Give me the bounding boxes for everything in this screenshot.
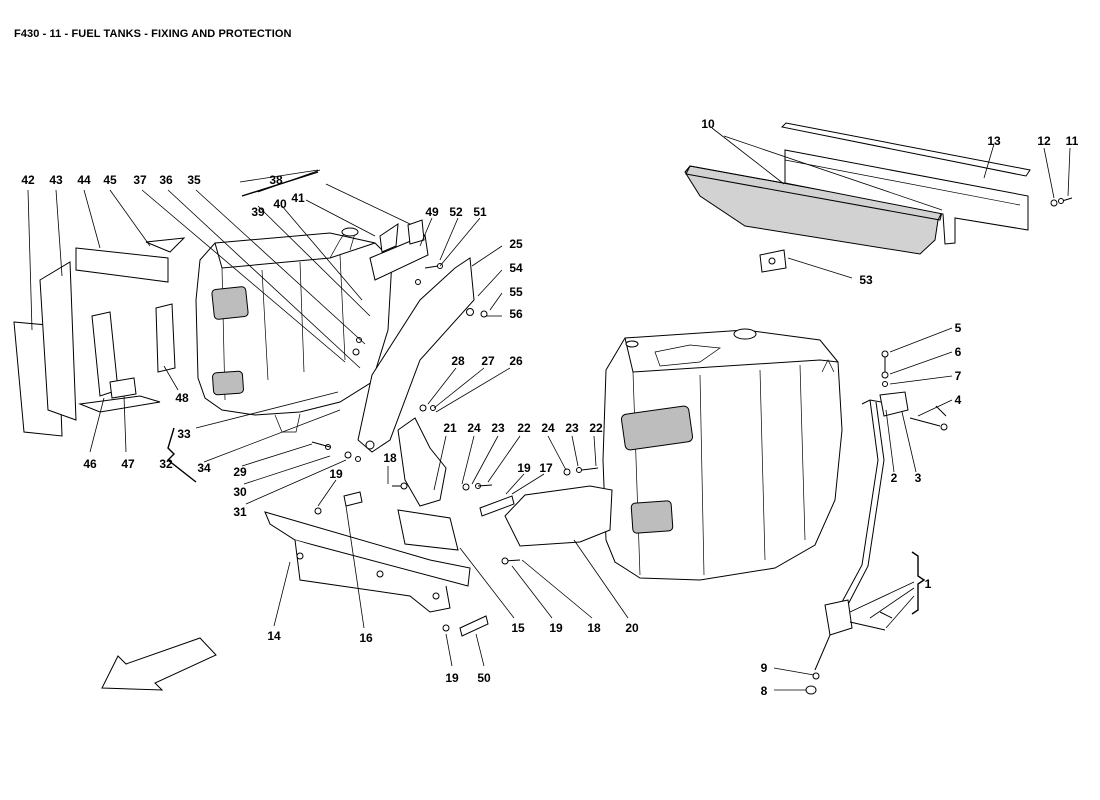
- callout-23a: 23: [491, 421, 505, 435]
- callout-3: 3: [915, 471, 922, 485]
- callout-46: 46: [83, 457, 97, 471]
- callout-1: 1: [925, 577, 932, 591]
- callout-53: 53: [859, 273, 873, 287]
- callout-33: 33: [177, 427, 191, 441]
- group-brackets: [166, 171, 926, 615]
- callout-30: 30: [233, 485, 247, 499]
- callout-42: 42: [21, 173, 35, 187]
- callout-48: 48: [175, 391, 189, 405]
- callout-7: 7: [955, 369, 962, 383]
- right-fuel-tank: [602, 328, 843, 581]
- callout-22b: 22: [589, 421, 603, 435]
- callout-13: 13: [987, 134, 1001, 148]
- callout-19b: 19: [517, 461, 531, 475]
- callout-17: 17: [539, 461, 553, 475]
- left-side-panels: [13, 237, 186, 437]
- callout-26: 26: [509, 354, 523, 368]
- callout-18b: 18: [587, 621, 601, 635]
- callout-numbers: 1 2 3 4 5 6 7 8 9 10 11 12 13 14 15 16 1…: [21, 117, 1078, 698]
- callout-11: 11: [1066, 134, 1079, 148]
- callout-10: 10: [701, 117, 715, 131]
- callout-21: 21: [443, 421, 457, 435]
- callout-22a: 22: [517, 421, 531, 435]
- callout-23b: 23: [565, 421, 579, 435]
- callout-40: 40: [273, 197, 287, 211]
- filler-linkage: [805, 350, 948, 695]
- callout-52: 52: [449, 205, 463, 219]
- callout-41: 41: [291, 191, 305, 205]
- callout-9: 9: [761, 661, 768, 675]
- callout-29: 29: [233, 465, 247, 479]
- callout-19d: 19: [445, 671, 459, 685]
- callout-8: 8: [761, 684, 768, 698]
- callout-45: 45: [103, 173, 117, 187]
- callout-12: 12: [1037, 134, 1051, 148]
- callout-27: 27: [481, 354, 495, 368]
- leader-lines: [27, 127, 1071, 691]
- callout-31: 31: [233, 505, 247, 519]
- callout-15: 15: [511, 621, 525, 635]
- callout-24b: 24: [541, 421, 555, 435]
- callout-56: 56: [509, 307, 523, 321]
- callout-54: 54: [509, 261, 523, 275]
- callout-24a: 24: [467, 421, 481, 435]
- callout-34: 34: [197, 461, 211, 475]
- callout-4: 4: [955, 393, 962, 407]
- left-fuel-tank: [195, 227, 393, 433]
- callout-5: 5: [955, 321, 962, 335]
- forward-direction-arrow: [101, 637, 217, 691]
- callout-20: 20: [625, 621, 639, 635]
- central-brackets: [264, 219, 613, 637]
- callout-16: 16: [359, 631, 373, 645]
- callout-47: 47: [121, 457, 135, 471]
- callout-38: 38: [269, 173, 283, 187]
- callout-2: 2: [891, 471, 898, 485]
- callout-39: 39: [251, 205, 265, 219]
- callout-37: 37: [133, 173, 147, 187]
- callout-36: 36: [159, 173, 173, 187]
- callout-32: 32: [159, 457, 173, 471]
- callout-28: 28: [451, 354, 465, 368]
- callout-19c: 19: [549, 621, 563, 635]
- callout-44: 44: [77, 173, 91, 187]
- callout-6: 6: [955, 345, 962, 359]
- callout-18a: 18: [383, 451, 397, 465]
- callout-50: 50: [477, 671, 491, 685]
- callout-51: 51: [473, 205, 487, 219]
- callout-43: 43: [49, 173, 63, 187]
- callout-35: 35: [187, 173, 201, 187]
- callout-25: 25: [509, 237, 523, 251]
- callout-14: 14: [267, 629, 281, 643]
- callout-49: 49: [425, 205, 439, 219]
- page-title: F430 - 11 - FUEL TANKS - FIXING AND PROT…: [14, 28, 292, 40]
- callout-19a: 19: [329, 467, 343, 481]
- upper-protection-shield: [684, 122, 1073, 273]
- callout-55: 55: [509, 285, 523, 299]
